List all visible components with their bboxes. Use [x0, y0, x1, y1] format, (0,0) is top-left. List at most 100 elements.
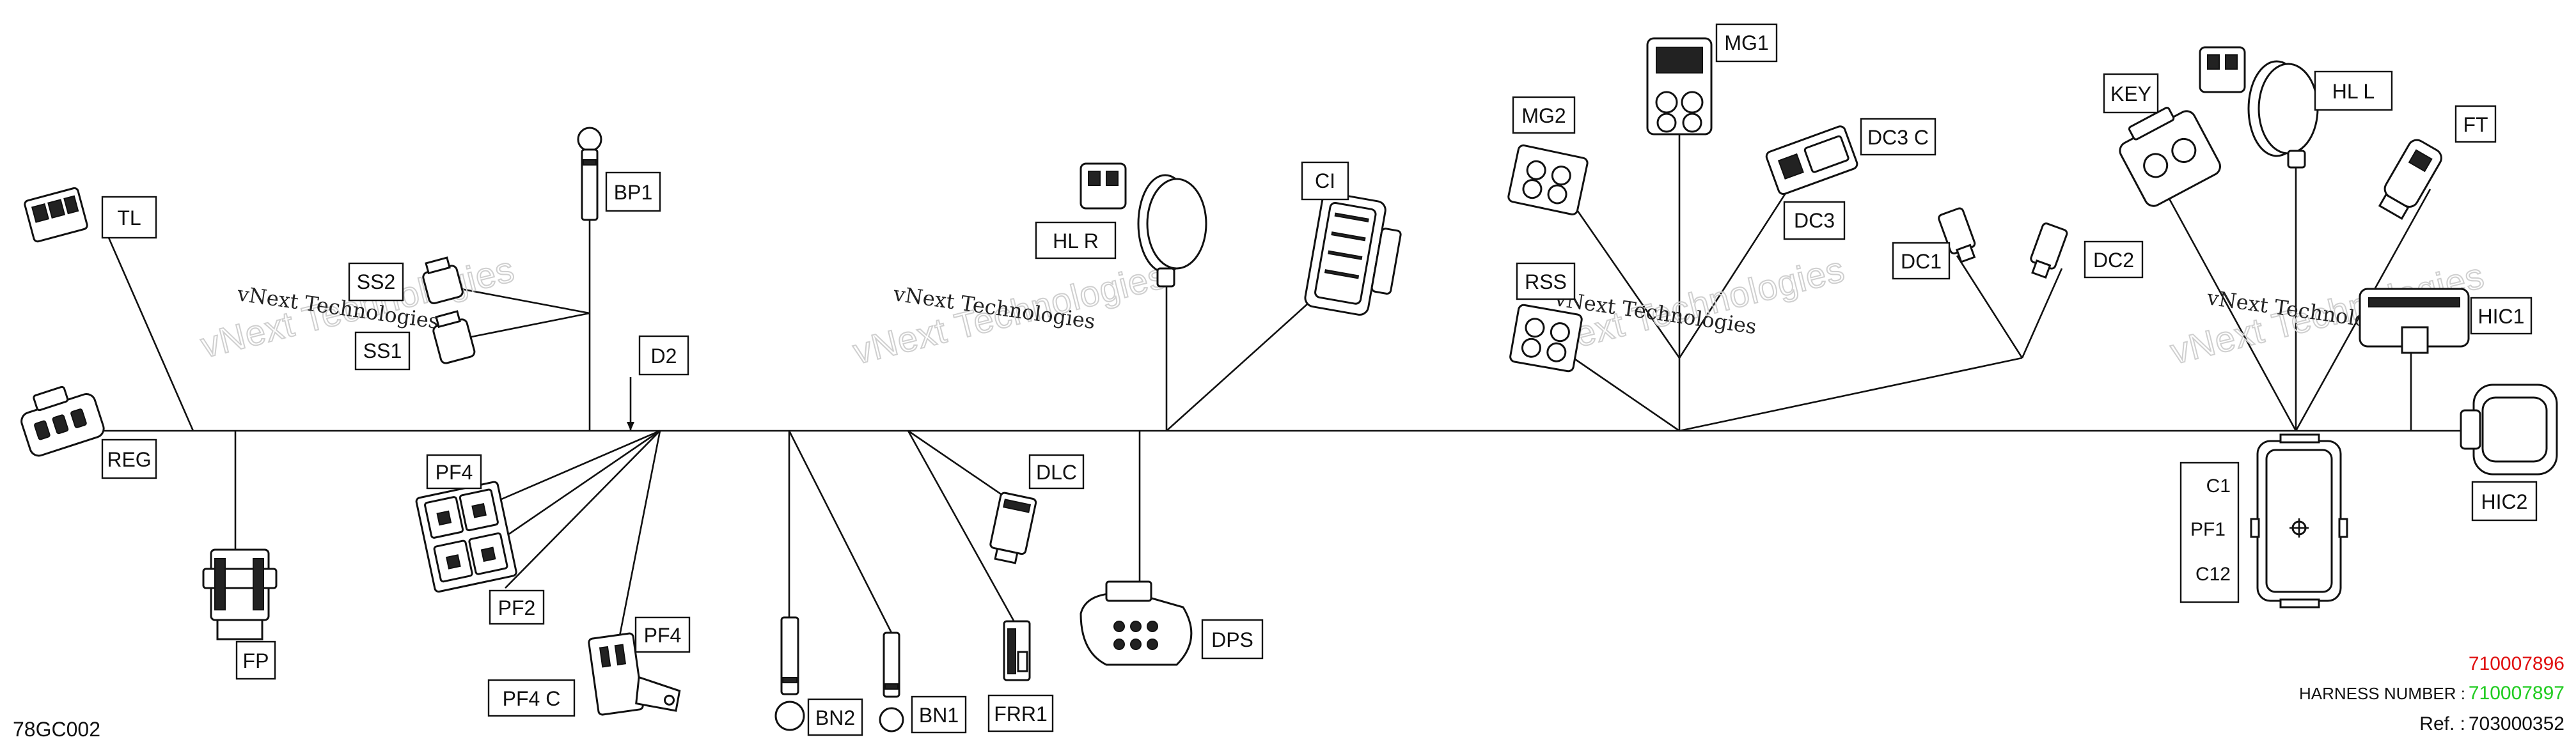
harness-number-label: HARNESS NUMBER :	[2299, 684, 2465, 703]
label-ci: CI	[1301, 161, 1349, 201]
wire-pf4-a	[473, 430, 661, 513]
svg-text:BN1: BN1	[919, 704, 959, 727]
label-dlc: DLC	[1028, 454, 1085, 490]
svg-text:SS1: SS1	[363, 339, 402, 362]
wire-mg2	[1572, 204, 1681, 359]
svg-text:DC1: DC1	[1901, 250, 1942, 273]
svg-text:DC3 C: DC3 C	[1867, 126, 1929, 149]
tl-connector-icon	[24, 187, 88, 243]
wire-rss	[1573, 357, 1680, 432]
svg-text:KEY: KEY	[2110, 82, 2151, 105]
wire-pf2-b	[505, 430, 661, 589]
svg-text:CI: CI	[1315, 169, 1335, 192]
svg-text:SS2: SS2	[357, 270, 395, 293]
svg-text:PF2: PF2	[498, 596, 536, 619]
reg-connector-icon	[20, 385, 105, 457]
label-dc2: DC2	[2084, 240, 2144, 279]
fuse-box-icon	[2250, 433, 2348, 608]
wire-dc2	[2021, 268, 2063, 359]
label-fp: FP	[235, 640, 276, 680]
label-mg1: MG1	[1715, 23, 1778, 63]
hl-l-headlight-connector-icon	[2199, 46, 2319, 169]
wire-dc1	[1956, 255, 2023, 359]
svg-text:HIC2: HIC2	[2481, 490, 2528, 513]
wire-ss2	[453, 286, 590, 314]
svg-text:DLC: DLC	[1036, 461, 1077, 484]
wire-dc-junction	[1679, 357, 2023, 432]
pf4-pf2-relay-icon	[415, 481, 517, 593]
label-dc3-c: DC3 C	[1860, 118, 1936, 156]
svg-text:RSS: RSS	[1525, 270, 1567, 293]
label-dc3: DC3	[1783, 201, 1846, 240]
svg-text:D2: D2	[651, 345, 677, 368]
label-hl-l: HL L	[2314, 70, 2393, 111]
svg-text:TL: TL	[117, 206, 141, 229]
harness-number-2: 710007897	[2469, 683, 2564, 704]
svg-text:HL L: HL L	[2332, 80, 2375, 103]
pf4-c-fuse-holder-icon	[588, 632, 681, 716]
svg-text:FRR1: FRR1	[994, 702, 1048, 725]
label-rss: RSS	[1516, 262, 1576, 300]
wire-dc3	[1678, 185, 1792, 359]
d2-arrow-icon	[627, 422, 634, 431]
rss-connector-icon	[1509, 304, 1583, 373]
frr1-connector-icon	[1003, 620, 1031, 681]
label-pf4-c: PF4 C	[487, 679, 576, 717]
hl-r-headlight-connector-icon	[1080, 162, 1207, 288]
svg-text:PF4 C: PF4 C	[503, 687, 561, 710]
svg-text:C12: C12	[2195, 564, 2231, 585]
svg-text:HL R: HL R	[1053, 229, 1099, 252]
label-hic2: HIC2	[2471, 481, 2538, 522]
mg1-connector-icon	[1646, 37, 1713, 136]
hic2-connector-icon	[2460, 384, 2558, 476]
svg-text:MG2: MG2	[1521, 104, 1566, 127]
wire-dlc	[907, 430, 1017, 506]
label-ft: FT	[2454, 105, 2497, 143]
bn1-ring-terminal-icon	[879, 632, 904, 732]
bp1-ring-terminal-icon	[577, 127, 602, 221]
wire-ci	[1166, 281, 1333, 431]
fp-connector-icon	[202, 548, 278, 640]
label-reg: REG	[101, 438, 157, 479]
ft-connector-icon	[2378, 139, 2442, 220]
svg-text:PF4: PF4	[644, 624, 682, 647]
harness-info: 710007896 HARNESS NUMBER : 710007897 Ref…	[2299, 653, 2564, 734]
label-hic1: HIC1	[2470, 297, 2533, 335]
svg-text:DPS: DPS	[1211, 628, 1253, 651]
harness-wires	[77, 134, 2507, 646]
mg2-connector-icon	[1507, 144, 1589, 215]
label-frr1: FRR1	[987, 694, 1054, 732]
svg-text:FT: FT	[2463, 113, 2488, 136]
wire-key	[2164, 191, 2297, 431]
svg-text:HIC1: HIC1	[2478, 305, 2525, 328]
ref-label: Ref. :	[2419, 713, 2465, 734]
svg-text:BN2: BN2	[815, 706, 855, 729]
label-pf4-b: PF4	[634, 616, 691, 653]
label-bp1: BP1	[605, 171, 661, 212]
svg-text:C1: C1	[2206, 476, 2231, 497]
wire-pf4-b	[617, 430, 661, 646]
label-ss1: SS1	[354, 331, 411, 371]
label-key: KEY	[2103, 73, 2159, 114]
ss2-connector-icon	[422, 256, 464, 304]
dps-connector-icon	[1080, 580, 1193, 666]
svg-text:REG: REG	[107, 448, 151, 471]
hic1-connector-icon	[2359, 288, 2470, 354]
svg-text:DC3: DC3	[1794, 209, 1835, 232]
svg-text:PF1: PF1	[2190, 519, 2226, 540]
label-dc1: DC1	[1892, 242, 1951, 280]
label-bn1: BN1	[911, 695, 967, 734]
label-dps: DPS	[1201, 619, 1264, 660]
svg-text:PF4: PF4	[436, 461, 473, 484]
component-labels: TL REG FP SS2 SS1 BP1 D2 PF4 PF2 PF4 PF4…	[101, 23, 2538, 736]
label-hl-r: HL R	[1035, 221, 1117, 260]
label-pf2: PF2	[489, 589, 545, 625]
key-connector-icon	[2119, 107, 2221, 207]
svg-text:MG1: MG1	[1724, 31, 1768, 54]
harness-number-1: 710007896	[2469, 653, 2564, 674]
ci-connector-icon	[1304, 192, 1402, 316]
label-bn2: BN2	[807, 698, 863, 736]
label-tl: TL	[101, 196, 157, 239]
label-mg2: MG2	[1512, 96, 1576, 134]
svg-text:DC2: DC2	[2093, 249, 2134, 272]
